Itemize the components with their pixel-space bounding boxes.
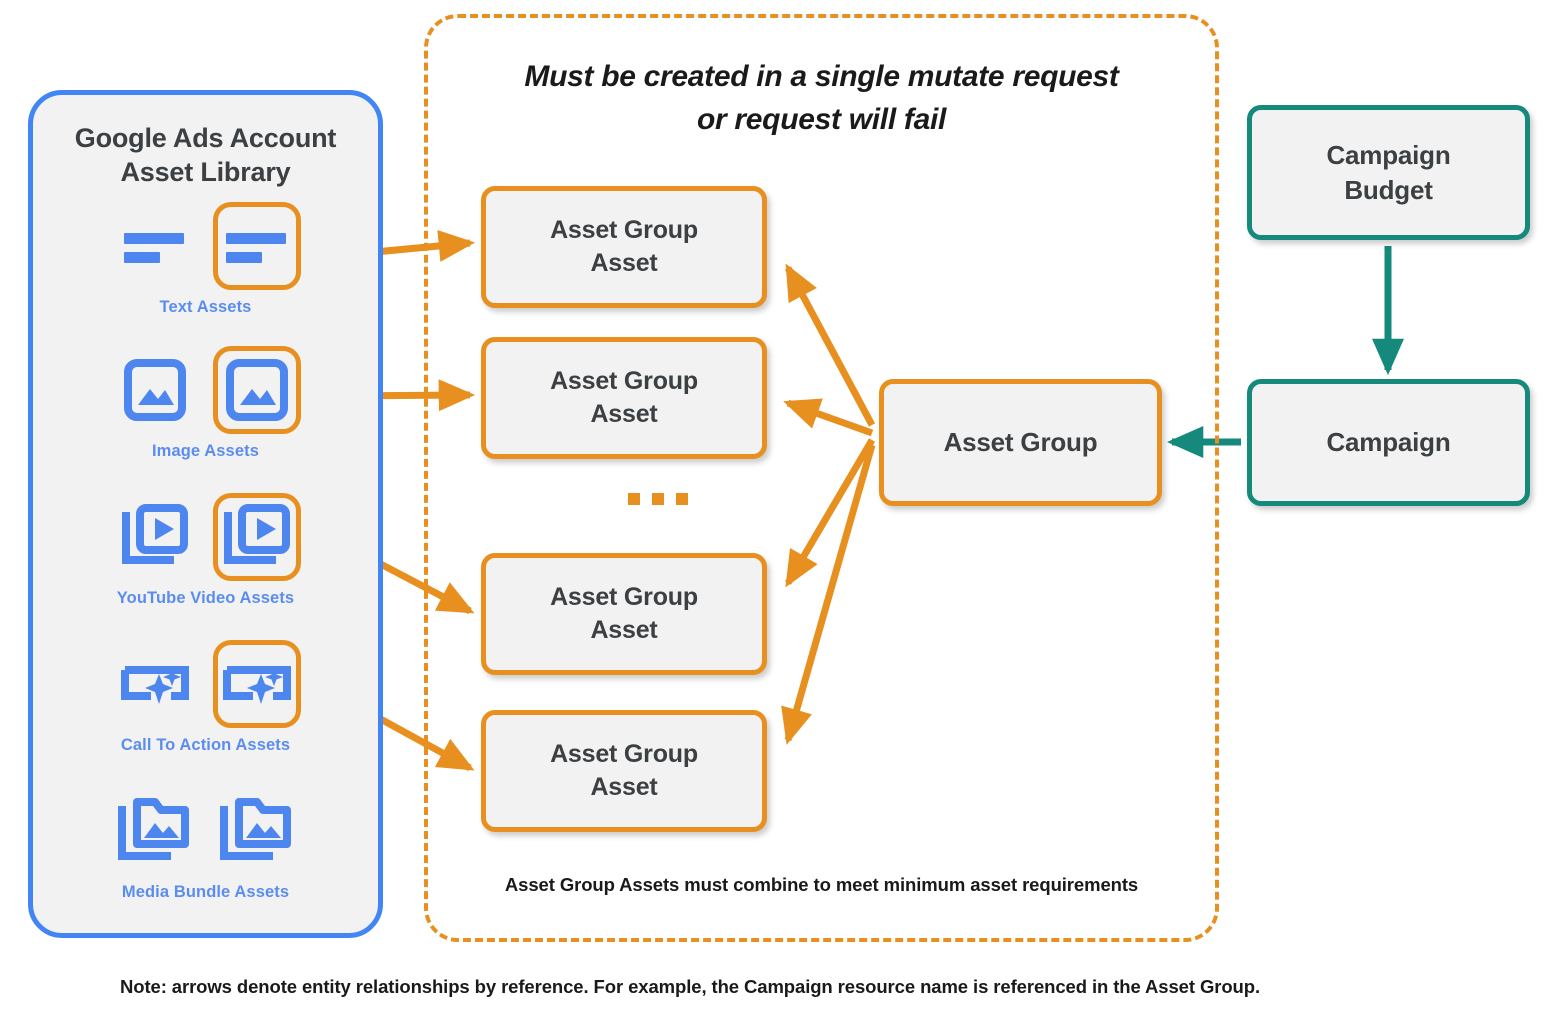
asset-group-label: Asset Group: [943, 427, 1098, 458]
asset-group-asset-node-4[interactable]: Asset Group Asset: [481, 710, 767, 832]
mutate-request-container: [424, 14, 1219, 942]
asset-group-asset-line-1: Asset Group: [550, 583, 698, 611]
asset-group-asset-line-2: Asset: [590, 773, 658, 801]
mutate-request-heading: Must be created in a single mutate reque…: [424, 56, 1219, 141]
campaign-node[interactable]: Campaign: [1247, 379, 1530, 506]
campaign-budget-label: Campaign Budget: [1326, 138, 1450, 207]
library-item-youtube-video-assets[interactable]: YouTube Video Assets: [33, 491, 378, 608]
youtube-video-asset-icon: [111, 493, 199, 581]
media-bundle-assets-icon-group: [33, 785, 378, 877]
mutate-footnote: Asset Group Assets must combine to meet …: [504, 874, 1139, 895]
call-to-action-assets-label: Call To Action Assets: [120, 736, 291, 754]
asset-library-panel: Google Ads Account Asset Library: [28, 90, 383, 938]
library-item-call-to-action-assets[interactable]: Call To Action Assets: [33, 638, 378, 755]
asset-group-asset-label-2: Asset Group Asset: [550, 365, 698, 431]
ellipsis-dot-1: [628, 493, 640, 505]
asset-group-node[interactable]: Asset Group: [879, 379, 1162, 506]
campaign-budget-node[interactable]: Campaign Budget: [1247, 105, 1530, 240]
youtube-video-assets-icon-group: [33, 491, 378, 583]
campaign-budget-line-2: Budget: [1344, 174, 1433, 205]
youtube-video-asset-icon-selected[interactable]: [212, 493, 301, 581]
ellipsis-dot-3: [676, 493, 688, 505]
mutate-heading-line-2: or request will fail: [696, 102, 947, 136]
library-item-image-assets[interactable]: Image Assets: [33, 344, 378, 461]
library-item-text-assets[interactable]: Text Assets: [33, 200, 378, 317]
footer-note: Note: arrows denote entity relationships…: [119, 976, 1260, 997]
asset-group-asset-label-3: Asset Group Asset: [550, 581, 698, 647]
campaign-label: Campaign: [1326, 427, 1451, 458]
mutate-heading-line-1: Must be created in a single mutate reque…: [524, 60, 1119, 93]
asset-group-asset-label-4: Asset Group Asset: [550, 738, 698, 804]
asset-group-asset-line-2: Asset: [590, 400, 658, 428]
campaign-budget-line-1: Campaign: [1326, 140, 1451, 171]
text-assets-icon-group: [33, 200, 378, 292]
asset-group-asset-line-2: Asset: [590, 249, 658, 277]
asset-group-asset-line-1: Asset Group: [550, 740, 698, 768]
asset-group-asset-node-1[interactable]: Asset Group Asset: [481, 186, 767, 308]
asset-group-asset-node-3[interactable]: Asset Group Asset: [481, 553, 767, 675]
image-asset-icon: [111, 346, 199, 434]
media-bundle-assets-label: Media Bundle Assets: [121, 883, 290, 901]
library-item-media-bundle-assets[interactable]: Media Bundle Assets: [33, 785, 378, 902]
ellipsis-indicator: [628, 493, 688, 505]
youtube-video-assets-label: YouTube Video Assets: [116, 589, 295, 607]
call-to-action-assets-icon-group: [33, 638, 378, 730]
asset-group-asset-label-1: Asset Group Asset: [550, 214, 698, 280]
text-assets-label: Text Assets: [159, 298, 252, 316]
image-assets-label: Image Assets: [152, 442, 259, 460]
asset-group-asset-line-2: Asset: [590, 616, 658, 644]
asset-group-asset-line-1: Asset Group: [550, 367, 698, 395]
image-assets-icon-group: [33, 344, 378, 436]
asset-group-asset-node-2[interactable]: Asset Group Asset: [481, 337, 767, 459]
text-asset-icon-selected[interactable]: [212, 202, 301, 290]
media-bundle-asset-icon-2: [213, 787, 301, 875]
asset-library-title: Google Ads Account Asset Library: [33, 121, 378, 189]
image-asset-icon-selected[interactable]: [212, 346, 301, 434]
asset-library-title-line-1: Google Ads Account: [74, 123, 337, 153]
call-to-action-asset-icon: [111, 640, 199, 728]
text-asset-icon: [111, 202, 199, 290]
media-bundle-asset-icon: [111, 787, 199, 875]
ellipsis-dot-2: [652, 493, 664, 505]
call-to-action-asset-icon-selected[interactable]: [212, 640, 301, 728]
asset-group-asset-line-1: Asset Group: [550, 216, 698, 244]
asset-library-title-line-2: Asset Library: [120, 157, 291, 188]
